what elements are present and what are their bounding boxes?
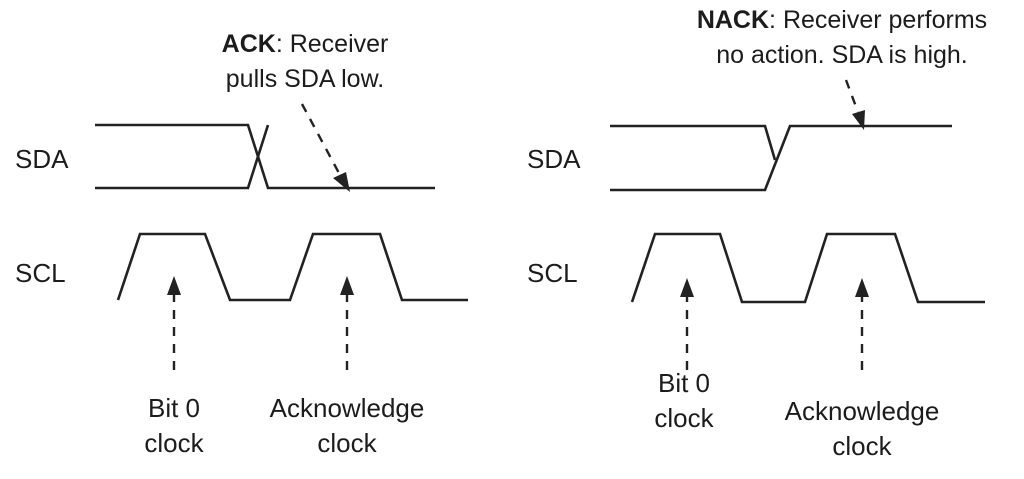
nack-bit0-arrowhead — [680, 278, 694, 297]
ack-scl-label: SCL — [15, 258, 66, 288]
nack-callout-line1-rest: : Receiver performs — [769, 6, 987, 34]
ack-sda-label: SDA — [15, 144, 69, 174]
ack-callout-line1: ACK: Receiver — [222, 30, 389, 58]
nack-callout-line2: no action. SDA is high. — [716, 41, 968, 69]
nack-bit0-label-line2: clock — [654, 403, 714, 433]
ack-callout-arrowhead — [333, 172, 350, 192]
ack-bit0-label-line2: clock — [144, 428, 204, 458]
nack-clock-label-line1: Acknowledge — [785, 396, 940, 426]
nack-clock-arrowhead — [855, 278, 869, 297]
ack-bit0-label-line1: Bit 0 — [148, 393, 200, 423]
nack-panel: NACK: Receiver performs no action. SDA i… — [527, 6, 987, 461]
ack-clock-label-line2: clock — [317, 428, 377, 458]
ack-callout-line2: pulls SDA low. — [226, 65, 384, 93]
ack-panel: ACK: Receiver pulls SDA low. SDA SCL Bit… — [15, 30, 468, 458]
nack-callout-line1: NACK: Receiver performs — [697, 6, 987, 34]
nack-keyword: NACK — [697, 6, 769, 34]
ack-keyword: ACK — [222, 30, 276, 58]
nack-clock-label-line2: clock — [832, 431, 892, 461]
ack-bit0-arrowhead — [167, 276, 181, 295]
ack-callout-dashed-arrow — [300, 103, 342, 176]
nack-callout-dashed-arrow — [844, 79, 860, 113]
nack-sda-label: SDA — [527, 144, 581, 174]
nack-sda-low-to-high-trace — [610, 124, 952, 192]
nack-sda-high-trace — [610, 124, 777, 161]
nack-bit0-label-line1: Bit 0 — [658, 368, 710, 398]
ack-callout-line1-rest: : Receiver — [276, 30, 389, 58]
nack-callout-arrowhead — [852, 110, 865, 130]
ack-sda-low-to-high-trace — [95, 124, 270, 190]
ack-clock-arrowhead — [340, 276, 354, 295]
ack-scl-trace — [116, 232, 468, 302]
nack-scl-label: SCL — [527, 258, 578, 288]
ack-clock-label-line1: Acknowledge — [270, 393, 425, 423]
nack-scl-trace — [630, 232, 985, 304]
